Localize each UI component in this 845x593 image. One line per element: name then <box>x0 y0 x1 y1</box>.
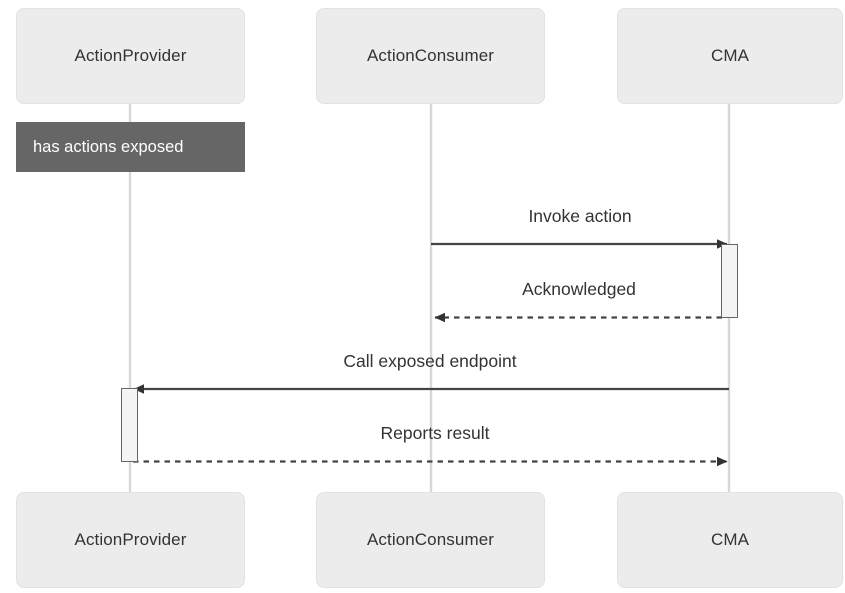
activation-bar-cma <box>721 244 738 318</box>
note-has-actions-exposed: has actions exposed <box>16 122 245 172</box>
participant-box-cma-bottom[interactable]: CMA <box>617 492 843 588</box>
participant-label-cma-bottom: CMA <box>710 530 750 549</box>
participant-label-consumer-top: ActionConsumer <box>366 46 495 65</box>
participant-box-provider-top[interactable]: ActionProvider <box>16 8 245 104</box>
activation-bar-provider <box>121 388 138 462</box>
participant-box-provider-bottom[interactable]: ActionProvider <box>16 492 245 588</box>
participant-label-provider-bottom: ActionProvider <box>74 530 187 549</box>
message-label-call-exposed-endpoint: Call exposed endpoint <box>343 351 517 371</box>
participant-box-consumer-top[interactable]: ActionConsumer <box>316 8 545 104</box>
message-label-acknowledged: Acknowledged <box>522 279 636 299</box>
participant-box-cma-top[interactable]: CMA <box>617 8 843 104</box>
message-label-invoke-action: Invoke action <box>528 206 632 226</box>
note-label: has actions exposed <box>33 137 184 156</box>
participant-label-consumer-bottom: ActionConsumer <box>366 530 495 549</box>
participant-box-consumer-bottom[interactable]: ActionConsumer <box>316 492 545 588</box>
participant-label-cma-top: CMA <box>710 46 750 65</box>
message-label-reports-result: Reports result <box>380 423 490 443</box>
participant-label-provider-top: ActionProvider <box>74 46 187 65</box>
